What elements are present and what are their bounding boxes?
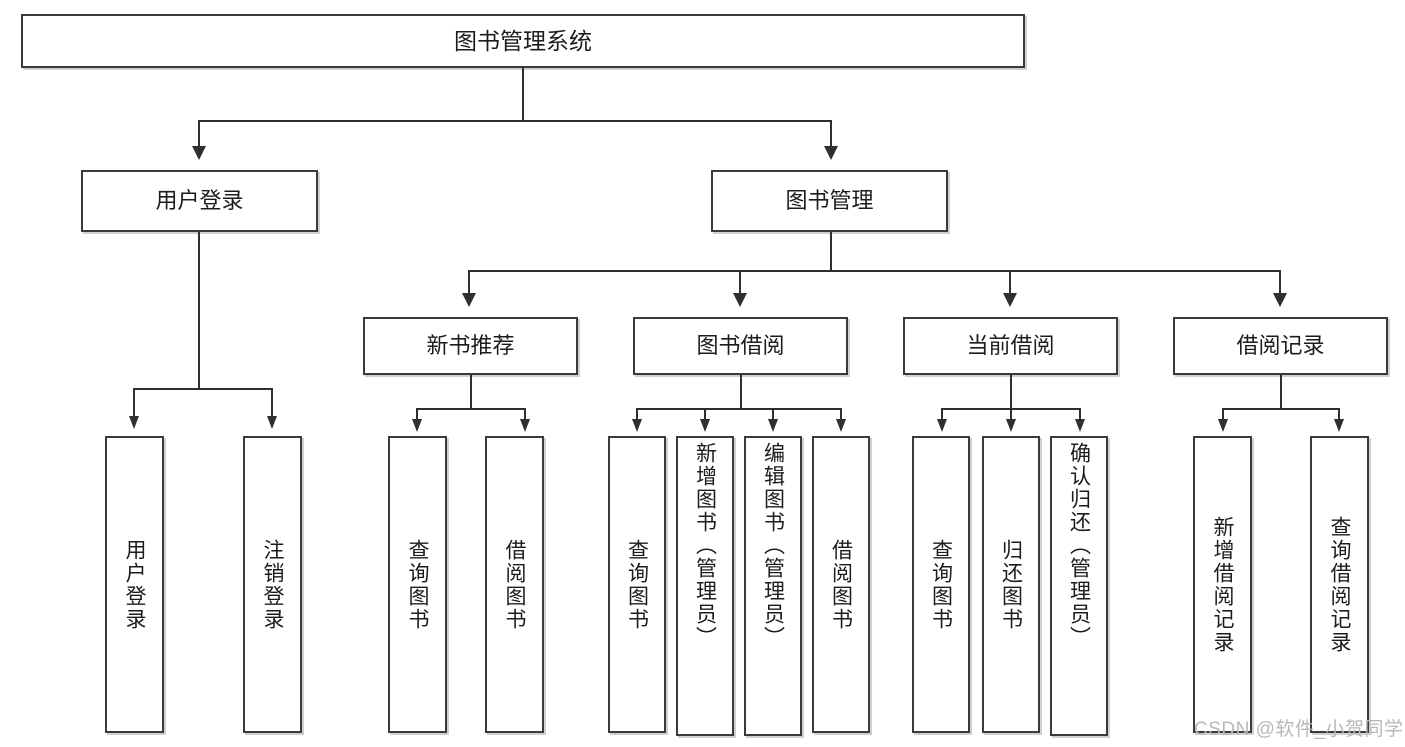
watermark-text: CSDN @软件_小贺同学 — [1194, 719, 1404, 740]
leaf-confirm-return[interactable]: 确认归还（管理员） — [1050, 436, 1108, 736]
leaf-query-book-3[interactable]: 查询图书 — [912, 436, 970, 733]
arrow-user-login-leaf-1 — [129, 416, 139, 429]
connector-root-to-user-login — [198, 120, 200, 148]
leaf-borrow-book-2[interactable]: 借阅图书 — [812, 436, 870, 733]
leaf-edit-book[interactable]: 编辑图书（管理员） — [744, 436, 802, 736]
connector-book-borrow-bus — [636, 408, 842, 410]
connector-br-drop-2 — [1338, 408, 1340, 420]
connector-bm-drop-2 — [739, 270, 741, 295]
leaf-borrow-book-1-label: 借阅图书 — [503, 538, 526, 631]
connector-bb-drop-2 — [704, 408, 706, 420]
arrow-br-leaf-1 — [1218, 419, 1228, 432]
leaf-query-book-3-label: 查询图书 — [929, 538, 953, 631]
arrow-br-leaf-2 — [1334, 419, 1344, 432]
leaf-add-record[interactable]: 新增借阅记录 — [1193, 436, 1252, 733]
leaf-add-book[interactable]: 新增图书（管理员） — [676, 436, 734, 736]
arrow-bm-to-new-book — [462, 293, 476, 307]
node-user-login-label: 用户登录 — [155, 188, 244, 214]
node-borrow-record[interactable]: 借阅记录 — [1173, 317, 1388, 375]
connector-root-to-book-management — [830, 120, 832, 148]
connector-cb-drop-1 — [941, 408, 943, 420]
connector-book-borrow-stem — [740, 375, 742, 408]
connector-user-login-bus — [133, 388, 273, 390]
arrow-new-book-leaf-2 — [520, 419, 530, 432]
connector-borrow-record-stem — [1280, 375, 1282, 408]
node-book-borrow[interactable]: 图书借阅 — [633, 317, 848, 375]
arrow-bm-to-current-borrow — [1003, 293, 1017, 307]
connector-cb-drop-3 — [1079, 408, 1081, 420]
connector-root-bus — [198, 120, 832, 122]
leaf-edit-book-label: 编辑图书（管理员） — [761, 442, 785, 649]
leaf-borrow-book-2-label: 借阅图书 — [829, 538, 853, 631]
node-current-borrow[interactable]: 当前借阅 — [903, 317, 1118, 375]
arrow-cb-leaf-2 — [1006, 419, 1016, 432]
connector-bb-drop-1 — [636, 408, 638, 420]
connector-book-management-stem — [830, 232, 832, 270]
connector-book-management-bus — [468, 270, 1280, 272]
arrow-bm-to-book-borrow — [733, 293, 747, 307]
connector-bb-drop-4 — [840, 408, 842, 420]
connector-bm-drop-4 — [1279, 270, 1281, 295]
connector-user-login-stem — [198, 232, 200, 388]
node-current-borrow-label: 当前借阅 — [966, 333, 1055, 359]
node-root[interactable]: 图书管理系统 — [21, 14, 1025, 68]
leaf-return-book[interactable]: 归还图书 — [982, 436, 1040, 733]
node-user-login[interactable]: 用户登录 — [81, 170, 318, 232]
leaf-query-book-2[interactable]: 查询图书 — [608, 436, 666, 733]
leaf-query-book-1[interactable]: 查询图书 — [388, 436, 447, 733]
arrow-user-login-leaf-2 — [267, 416, 277, 429]
leaf-query-record-label: 查询借阅记录 — [1328, 515, 1351, 654]
leaf-borrow-book-1[interactable]: 借阅图书 — [485, 436, 544, 733]
leaf-query-book-2-label: 查询图书 — [625, 538, 649, 631]
node-root-label: 图书管理系统 — [454, 27, 592, 54]
leaf-user-logout-label: 注销登录 — [261, 538, 284, 631]
leaf-return-book-label: 归还图书 — [999, 538, 1023, 631]
leaf-add-record-label: 新增借阅记录 — [1211, 515, 1234, 654]
connector-current-borrow-stem — [1010, 375, 1012, 408]
arrow-bb-leaf-2 — [700, 419, 710, 432]
arrow-bb-leaf-1 — [632, 419, 642, 432]
node-book-management[interactable]: 图书管理 — [711, 170, 948, 232]
connector-new-book-bus — [416, 408, 526, 410]
leaf-confirm-return-label: 确认归还（管理员） — [1067, 442, 1091, 649]
arrow-bm-to-borrow-record — [1273, 293, 1287, 307]
connector-new-book-stem — [470, 375, 472, 408]
leaf-user-login-label: 用户登录 — [123, 538, 146, 631]
arrow-bb-leaf-4 — [836, 419, 846, 432]
leaf-query-record[interactable]: 查询借阅记录 — [1310, 436, 1369, 733]
node-new-book-recommend[interactable]: 新书推荐 — [363, 317, 578, 375]
leaf-add-book-label: 新增图书（管理员） — [693, 442, 717, 649]
connector-bb-drop-3 — [772, 408, 774, 420]
connector-new-book-drop-2 — [524, 408, 526, 420]
connector-bm-drop-1 — [468, 270, 470, 295]
connector-bm-drop-3 — [1009, 270, 1011, 295]
arrow-cb-leaf-3 — [1075, 419, 1085, 432]
connector-cb-drop-2 — [1010, 408, 1012, 420]
leaf-user-logout[interactable]: 注销登录 — [243, 436, 302, 733]
connector-br-drop-1 — [1222, 408, 1224, 420]
arrow-root-to-user-login — [192, 146, 206, 160]
arrow-new-book-leaf-1 — [412, 419, 422, 432]
connector-new-book-drop-1 — [416, 408, 418, 420]
leaf-query-book-1-label: 查询图书 — [406, 538, 429, 631]
arrow-root-to-book-management — [824, 146, 838, 160]
node-book-management-label: 图书管理 — [785, 188, 874, 214]
node-borrow-record-label: 借阅记录 — [1236, 333, 1325, 359]
arrow-bb-leaf-3 — [768, 419, 778, 432]
connector-user-login-drop-1 — [133, 388, 135, 418]
arrow-cb-leaf-1 — [937, 419, 947, 432]
leaf-user-login[interactable]: 用户登录 — [105, 436, 164, 733]
node-book-borrow-label: 图书借阅 — [696, 333, 785, 359]
node-new-book-recommend-label: 新书推荐 — [426, 333, 515, 359]
connector-borrow-record-bus — [1222, 408, 1340, 410]
connector-user-login-drop-2 — [271, 388, 273, 418]
connector-root-stem — [522, 68, 524, 120]
